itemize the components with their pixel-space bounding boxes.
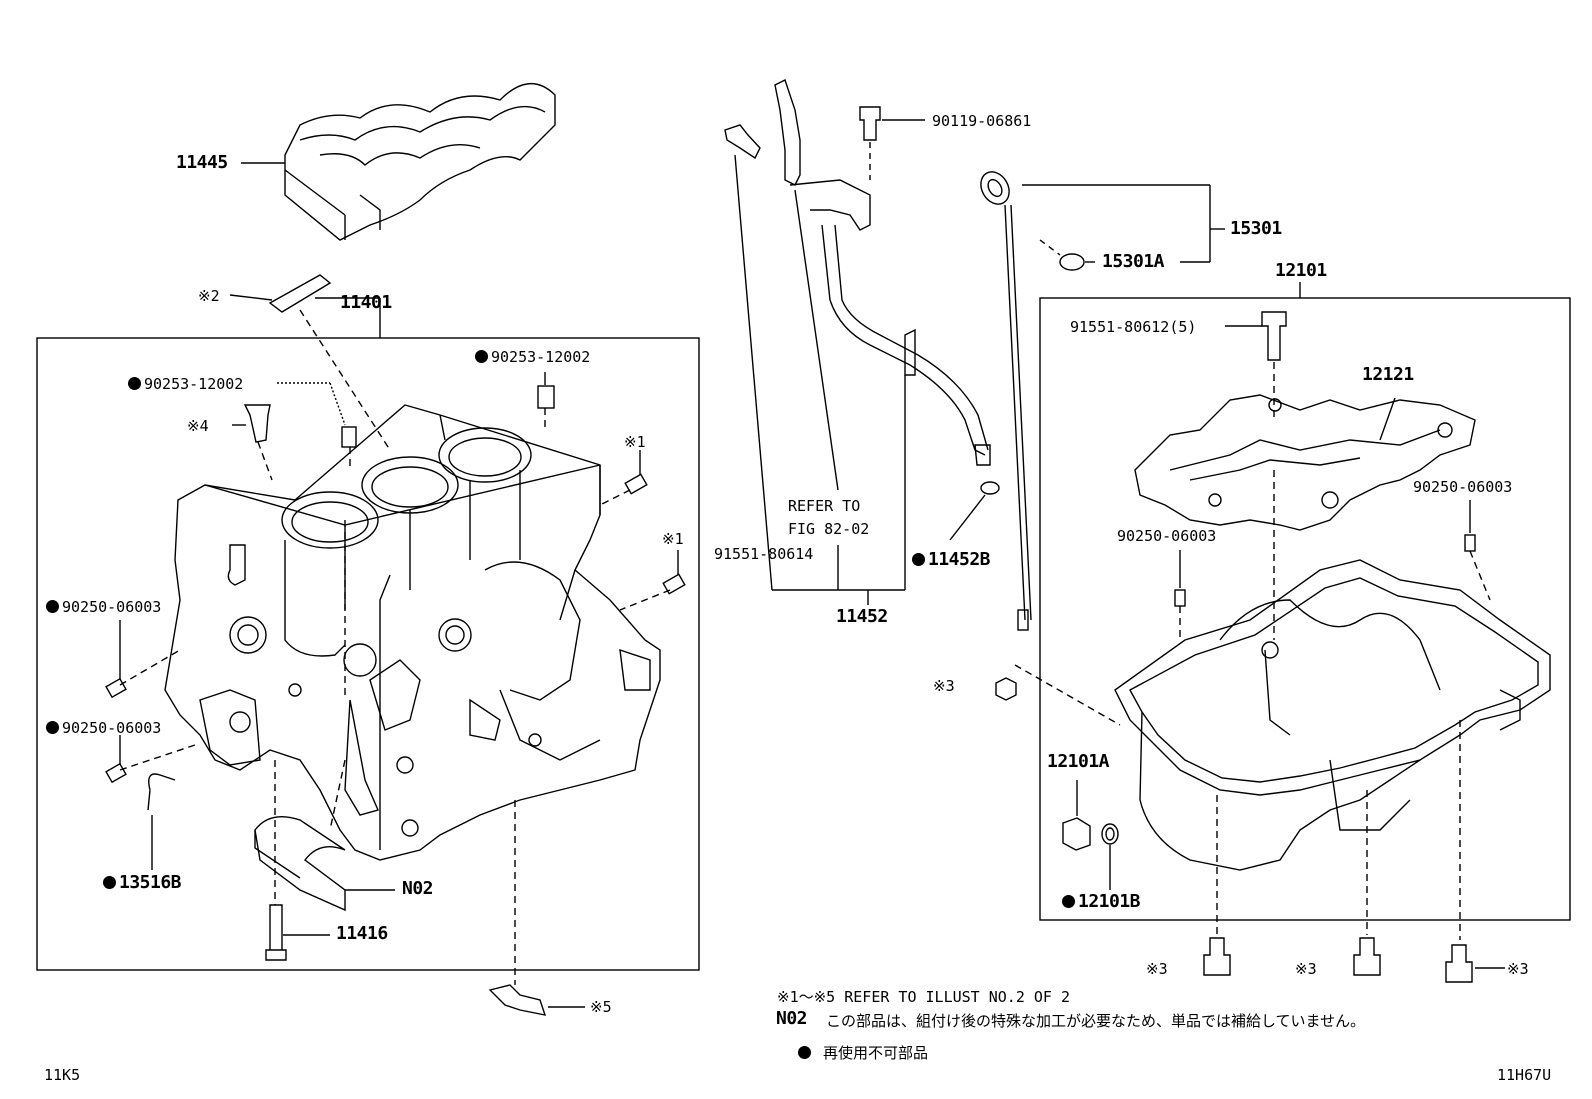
part-label-91551-80614: 91551-80614 (714, 545, 814, 563)
nonreuse-text: 再使用不可部品 (823, 1044, 929, 1062)
drain-gasket-drawing (1101, 823, 1119, 845)
part-label-11445: 11445 (176, 152, 228, 173)
dowel-drawing (537, 385, 555, 409)
part-label-90250-06003-a: 90250-06003 (46, 598, 161, 616)
cylinder-block-drawing (164, 404, 661, 861)
13516B-drawing (147, 773, 176, 811)
part-label-90250-06003-c: 90250-06003 (1413, 478, 1513, 496)
part-label-12101B: 12101B (1062, 893, 1141, 911)
part-label-15301: 15301 (1230, 218, 1282, 239)
insulator-drawing (284, 82, 556, 241)
part-label-91551-80612: 91551-80612(5) (1070, 318, 1197, 336)
callout-mark3-d: ※3 (1507, 960, 1529, 978)
bolt-mark3-c-drawing (1353, 937, 1381, 976)
drain-plug-drawing (1062, 817, 1091, 851)
oring-15301A-drawing (1059, 253, 1085, 271)
bolt-mark3-d-drawing (1445, 944, 1473, 983)
part-label-90119-06861: 90119-06861 (932, 112, 1032, 130)
callout-mark3-c: ※3 (1295, 960, 1317, 978)
bolt-mark3-b-drawing (1203, 937, 1231, 976)
part-label-90250-06003-d: 90250-06003 (1117, 527, 1217, 545)
part-label-90253-12002-a: 90253-12002 (475, 348, 590, 366)
part-label-90250-06003-b: 90250-06003 (46, 719, 161, 737)
cylinder-block-group-box (36, 337, 700, 971)
callout-mark1-b: ※1 (662, 530, 684, 548)
callout-mark5: ※5 (590, 998, 612, 1016)
oil-gauge-guide-drawing (774, 79, 991, 466)
footer-left-code: 11K5 (44, 1066, 81, 1084)
part-label-13516B: 13516B (103, 874, 182, 892)
note-n02-code: N02 (776, 1008, 808, 1029)
part-label-N02: N02 (402, 878, 434, 899)
bolt-90119-drawing (859, 106, 881, 141)
callout-mark3-a: ※3 (933, 677, 955, 695)
part-label-90253-12002-b: 90253-12002 (128, 375, 243, 393)
oil-pan-group-box (1039, 297, 1571, 921)
nut-mark3-drawing (995, 677, 1017, 701)
callout-mark4: ※4 (187, 417, 209, 435)
part-label-12121: 12121 (1362, 364, 1414, 385)
callout-mark1-a: ※1 (624, 433, 646, 451)
refer-text-line2: FIG 82-02 (788, 520, 870, 538)
part-label-11401: 11401 (340, 292, 392, 313)
callout-mark3-b: ※3 (1146, 960, 1168, 978)
part-label-11416: 11416 (336, 923, 388, 944)
note-nonreusable: 再使用不可部品 (798, 1044, 928, 1062)
baffle-plate-drawing (1134, 394, 1476, 531)
bearing-cap-drawing (254, 816, 346, 912)
part-label-12101A: 12101A (1047, 751, 1110, 772)
dowel-drawing-2 (341, 426, 357, 448)
dipstick-drawing (980, 171, 1032, 631)
part-label-12101: 12101 (1275, 260, 1327, 281)
guide-bolt-drawing (724, 124, 761, 160)
part-label-15301A: 15301A (1102, 251, 1165, 272)
part-mark5-drawing (488, 984, 547, 1016)
callout-mark2: ※2 (198, 287, 220, 305)
part-label-11452B: 11452B (912, 551, 991, 569)
part-label-11452: 11452 (836, 606, 888, 627)
part-mark2-drawing (268, 274, 332, 313)
bolt-11416-drawing (265, 904, 287, 961)
oil-pan-drawing (1114, 559, 1551, 871)
oring-11452B-drawing (980, 481, 1000, 495)
bolt-91551-80612-drawing (1261, 311, 1287, 361)
footer-right-code: 11H67U (1497, 1066, 1552, 1084)
part-mark4-drawing (243, 404, 271, 443)
note-refer-illust: ※1～※5 REFER TO ILLUST NO.2 OF 2 (777, 988, 1070, 1006)
note-n02-text: この部品は、組付け後の特殊な加工が必要なため、単品では補給していません。 (826, 1012, 1366, 1030)
nonreuse-dot-icon (798, 1046, 811, 1059)
refer-text-line1: REFER TO (788, 497, 861, 515)
